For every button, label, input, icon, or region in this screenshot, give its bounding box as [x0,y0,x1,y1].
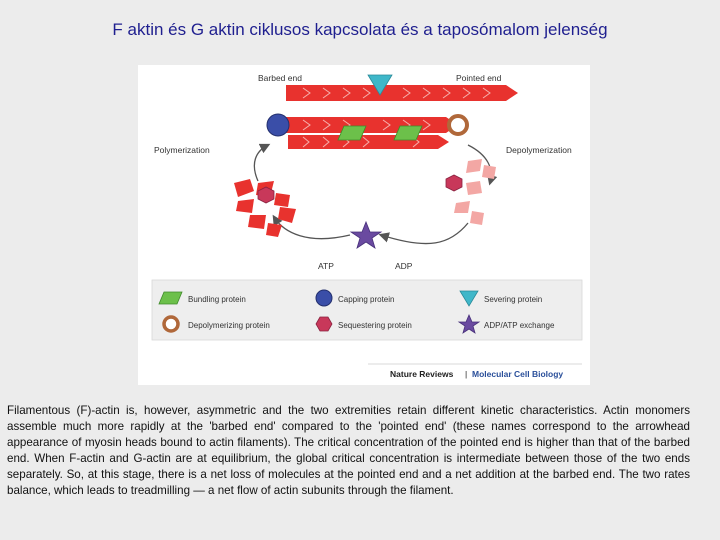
diagram-legend: Bundling protein Capping protein Severin… [151,279,583,341]
legend-sequestering-label: Sequestering protein [338,321,412,330]
legend-capping-label: Capping protein [338,295,394,304]
severing-protein-icon [367,74,393,96]
legend-depolymerizing-label: Depolymerizing protein [188,321,270,330]
polymerization-arrow [253,143,271,182]
legend-exchange-label: ADP/ATP exchange [484,321,555,330]
legend-bundling-icon [158,291,183,305]
actin-filament-1 [286,85,518,101]
depolymerizing-protein-icon [447,114,469,136]
pointed-end-label: Pointed end [456,73,502,83]
credit-separator: | [465,369,467,379]
atp-label: ATP [318,261,334,271]
actin-filament-2 [286,117,458,133]
adp-to-exchange-arrow [378,222,469,245]
depolymerization-arrow [467,144,498,186]
legend-sequestering-icon [315,316,333,332]
sequestering-protein-icon [445,174,463,192]
legend-severing-icon [459,290,479,307]
bundling-protein-icon [337,125,367,141]
credit-journal: Nature Reviews [390,369,454,379]
actin-filament-3 [288,135,449,149]
legend-bundling-label: Bundling protein [188,295,246,304]
depolymerization-label: Depolymerization [506,145,572,155]
adp-label: ADP [395,261,413,271]
legend-severing-label: Severing protein [484,295,542,304]
capping-protein-icon [266,113,290,137]
slide-title: F aktin és G aktin ciklusos kapcsolata é… [112,20,608,39]
bundling-protein-icon [393,125,423,141]
exchange-to-atp-arrow [272,214,351,240]
credit-subjournal: Molecular Cell Biology [472,369,563,379]
polymerization-label: Polymerization [154,145,210,155]
sequestering-protein-icon [257,186,275,204]
adp-atp-exchange-icon [349,220,383,249]
legend-capping-icon [315,289,333,307]
legend-depolymerizing-icon [162,315,180,333]
legend-exchange-icon [457,313,481,334]
adp-actin-monomers [454,159,496,225]
barbed-end-label: Barbed end [258,73,302,83]
actin-treadmilling-diagram: Barbed end Pointed end [138,65,590,385]
slide-body-text: Filamentous (F)-actin is, however, asymm… [7,404,690,497]
